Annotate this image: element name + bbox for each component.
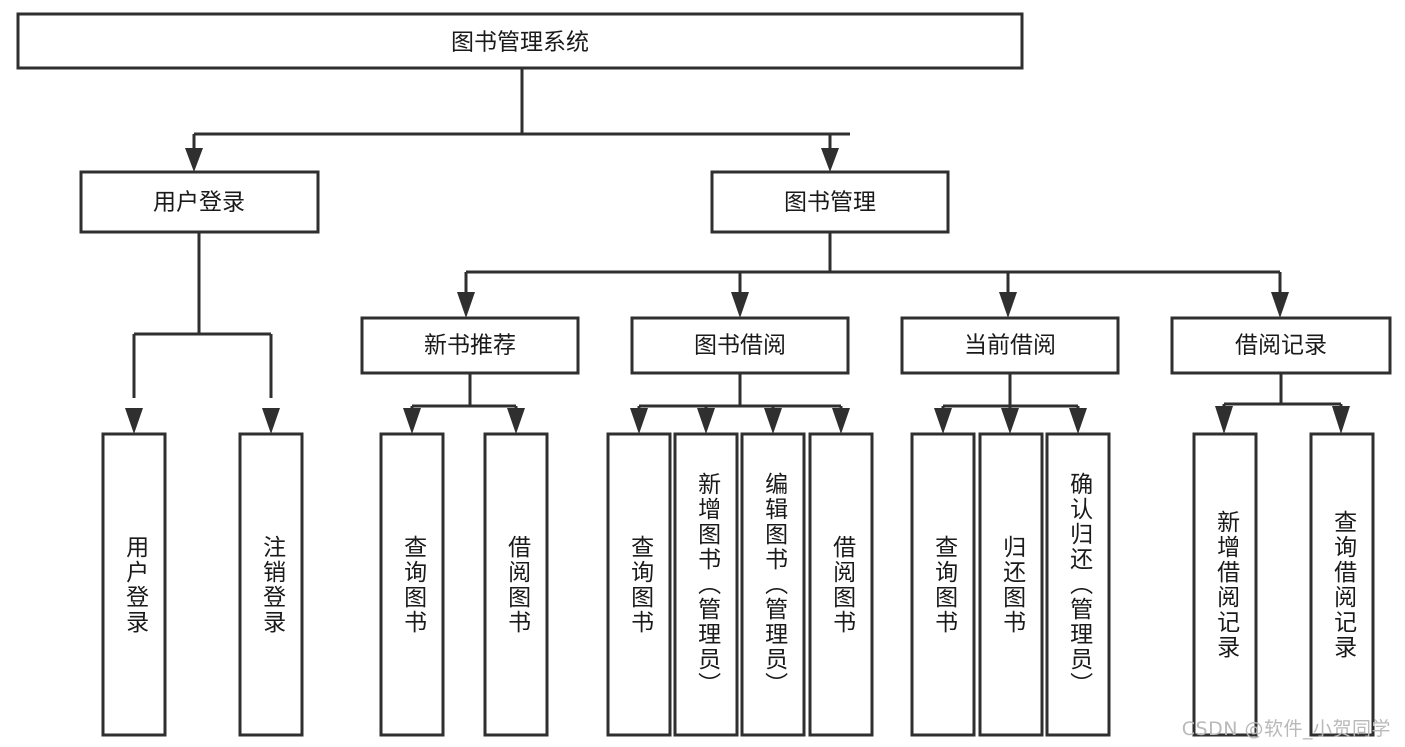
node-borrow-record-label: 借阅记录	[1235, 333, 1327, 359]
node-book-management-label: 图书管理	[784, 190, 876, 216]
node-book-borrow[interactable]: 图书借阅	[630, 316, 850, 375]
leaf-box-query-book-2[interactable]	[606, 432, 672, 737]
leaf-group-book-borrow	[606, 432, 874, 737]
leaf-group-user-login	[101, 432, 304, 737]
leaf-box-add-book-admin[interactable]	[673, 432, 739, 737]
leaf-group-new-book-recommend	[379, 432, 549, 737]
leaf-box-edit-book-admin[interactable]	[740, 432, 806, 737]
node-root[interactable]: 图书管理系统	[16, 12, 1024, 70]
node-borrow-record[interactable]: 借阅记录	[1170, 316, 1392, 375]
node-root-label: 图书管理系统	[451, 30, 589, 56]
leaf-box-query-book-3[interactable]	[910, 432, 976, 737]
leaf-box-query-book-1[interactable]	[379, 432, 445, 737]
connector-userlogin-to-leaves	[125, 232, 280, 434]
node-current-borrow-label: 当前借阅	[964, 333, 1056, 359]
leaf-box-return-book[interactable]	[978, 432, 1044, 737]
node-user-login-label: 用户登录	[153, 190, 245, 216]
connector-newbook-to-leaves	[403, 373, 525, 434]
leaf-box-borrow-book-2[interactable]	[808, 432, 874, 737]
node-current-borrow[interactable]: 当前借阅	[900, 316, 1120, 375]
leaf-box-confirm-return-admin[interactable]	[1045, 432, 1111, 737]
node-user-login[interactable]: 用户登录	[79, 170, 320, 234]
leaf-box-query-borrow-record[interactable]	[1309, 432, 1375, 737]
leaf-box-user-login[interactable]	[101, 432, 167, 737]
connector-bookmgmt-to-level3	[457, 232, 1289, 318]
connector-currentborrow-to-leaves	[934, 373, 1087, 434]
connector-root-to-level2	[185, 68, 850, 172]
leaf-box-add-borrow-record[interactable]	[1192, 432, 1258, 737]
node-book-management[interactable]: 图书管理	[710, 170, 950, 234]
connector-borrowrecord-to-leaves	[1215, 373, 1350, 434]
leaf-group-borrow-record	[1192, 432, 1375, 737]
watermark-text: CSDN @软件_小贺同学	[1181, 718, 1391, 740]
leaf-box-logout-login[interactable]	[238, 432, 304, 737]
leaf-box-borrow-book-1[interactable]	[483, 432, 549, 737]
connector-bookborrow-to-leaves	[630, 373, 850, 434]
node-new-book-recommend-label: 新书推荐	[424, 333, 516, 359]
leaf-group-current-borrow	[910, 432, 1111, 737]
node-book-borrow-label: 图书借阅	[694, 333, 786, 359]
node-new-book-recommend[interactable]: 新书推荐	[360, 316, 580, 375]
